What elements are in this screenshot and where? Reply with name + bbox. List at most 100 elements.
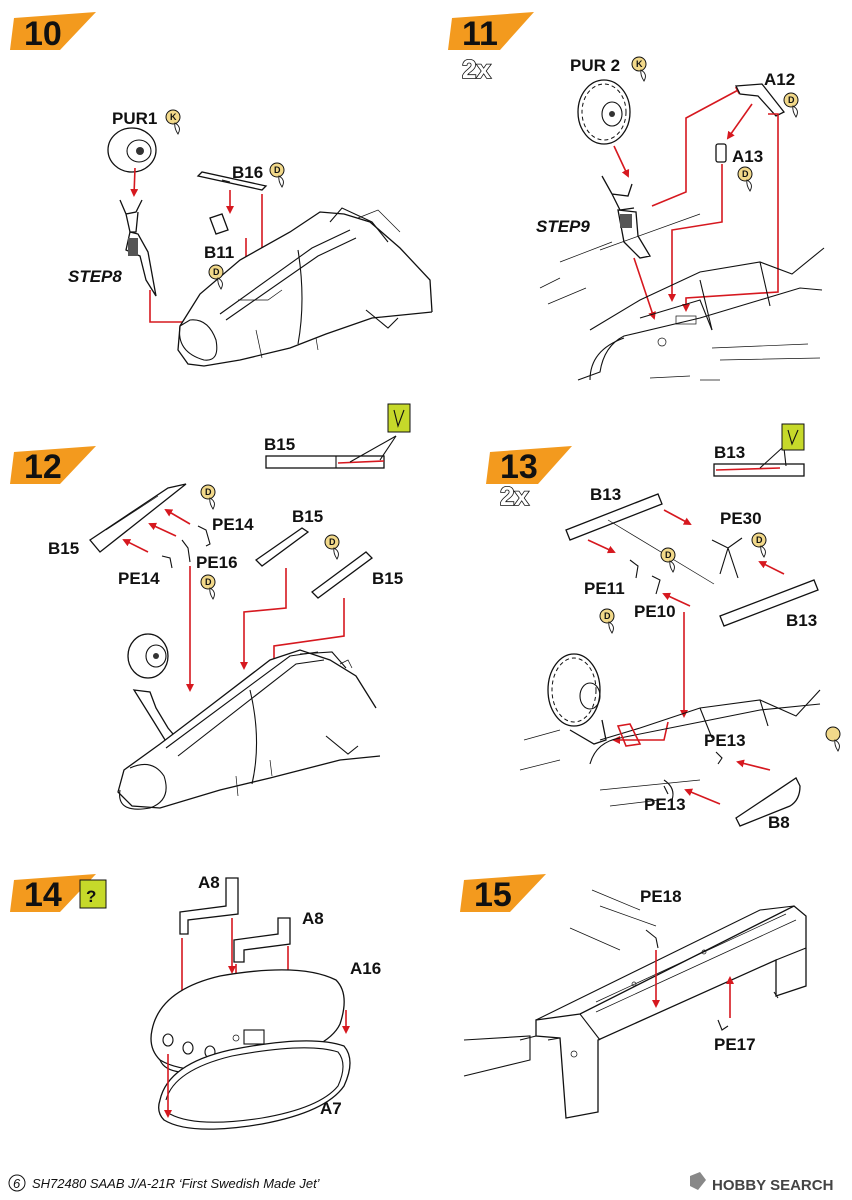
part-b13-lower xyxy=(719,579,819,627)
label-b15-mid: B15 xyxy=(292,507,323,526)
label-a12: A12 xyxy=(764,70,795,89)
option-icon-14-text: ? xyxy=(86,887,96,906)
nose-gear-assembly-12 xyxy=(127,633,179,750)
wheel-pur1 xyxy=(107,127,157,173)
option-icon-14 xyxy=(79,879,107,909)
label-pe14-lower: PE14 xyxy=(118,569,160,588)
paint-badge-d-12b: D xyxy=(200,574,216,600)
part-b11 xyxy=(209,213,229,235)
label-b15-detail: B15 xyxy=(264,435,295,454)
step-12-banner xyxy=(10,446,96,484)
step-15: 15 PE18 PE17 xyxy=(460,874,807,1119)
part-b16 xyxy=(196,171,268,191)
part-pe13-upper xyxy=(715,751,723,765)
part-b15-left xyxy=(89,483,187,553)
svg-text:K: K xyxy=(636,59,643,69)
main-gear-leg xyxy=(601,175,652,259)
part-pe17 xyxy=(717,1019,729,1031)
label-b8: B8 xyxy=(768,813,790,832)
paint-badge-d-12a: D xyxy=(200,484,216,510)
svg-text:D: D xyxy=(213,267,220,277)
nose-gear-leg xyxy=(119,199,157,297)
step-11-banner xyxy=(448,12,534,50)
page-number: 6 xyxy=(13,1176,21,1191)
label-pe18: PE18 xyxy=(640,887,682,906)
part-a12 xyxy=(734,83,786,117)
label-b13-detail: B13 xyxy=(714,443,745,462)
step-14: 14 ? A8 A8 A16 A7 xyxy=(10,873,381,1130)
label-pe16: PE16 xyxy=(196,553,238,572)
paint-badge-k-10: K xyxy=(165,109,181,135)
paint-badge-d-12c: D xyxy=(324,534,340,560)
part-a13 xyxy=(715,143,727,163)
paint-badge-d-10a: D xyxy=(269,162,285,188)
part-b15-right xyxy=(311,551,373,599)
step-10-number: 10 xyxy=(24,15,62,53)
step-13-banner xyxy=(486,446,572,484)
part-pe18 xyxy=(645,929,659,949)
part-b13-upper xyxy=(565,493,663,541)
part-pe14-upper xyxy=(197,525,211,547)
part-a8-lower xyxy=(233,917,291,963)
part-pe30 xyxy=(711,537,743,579)
label-pe11: PE11 xyxy=(584,579,625,598)
svg-text:D: D xyxy=(756,535,763,545)
step-11-multiplier: 2x xyxy=(462,54,491,84)
page-number-circle xyxy=(8,1174,26,1192)
part-a7 xyxy=(158,1040,351,1130)
part-pe16 xyxy=(181,539,191,563)
step-13: 13 2x xyxy=(486,423,841,832)
tail-assembly xyxy=(463,889,807,1119)
step-15-number: 15 xyxy=(474,876,512,914)
label-a16: A16 xyxy=(350,959,381,978)
fuselage-nose-10 xyxy=(177,207,433,367)
step-14-banner xyxy=(10,874,96,912)
step-11-number: 11 xyxy=(462,15,498,53)
svg-text:D: D xyxy=(205,487,212,497)
step-10: 10 xyxy=(10,12,433,367)
label-b13-upper: B13 xyxy=(590,485,621,504)
fuselage-section-11 xyxy=(539,213,825,381)
label-a8-upper: A8 xyxy=(198,873,220,892)
part-pe13-lower xyxy=(663,785,669,795)
step-13-multiplier: 2x xyxy=(500,481,529,511)
cut-option-icon-12 xyxy=(387,403,411,433)
svg-text:K: K xyxy=(170,112,177,122)
wheel-pur2 xyxy=(577,79,631,145)
footer-title: SH72480 SAAB J/A-21R ‘First Swedish Made… xyxy=(32,1176,321,1191)
step-11: 11 2x xyxy=(448,12,825,381)
svg-text:D: D xyxy=(205,577,212,587)
watermark-text: HOBBY SEARCH xyxy=(712,1177,833,1194)
label-b15-left: B15 xyxy=(48,539,79,558)
svg-text:D: D xyxy=(788,95,795,105)
fuselage-section-13 xyxy=(519,689,821,807)
part-pe14-lower xyxy=(161,555,173,569)
hobby-search-logo-icon: HOBBY SEARCH xyxy=(690,1172,833,1194)
svg-text:D: D xyxy=(329,537,336,547)
label-b15-right: B15 xyxy=(372,569,403,588)
paint-badge-d-11b: D xyxy=(737,166,753,192)
paint-badge-k-11: K xyxy=(631,56,647,82)
paint-badge-d-11a: D xyxy=(783,92,799,118)
paint-badge-d-10b: D xyxy=(208,264,224,290)
fuselage-nose-12 xyxy=(117,649,381,810)
part-pe11 xyxy=(629,559,639,579)
step-13-number: 13 xyxy=(500,448,538,486)
cut-option-icon-13 xyxy=(781,423,805,451)
label-pur2: PUR 2 xyxy=(570,56,620,75)
label-b16: B16 xyxy=(232,163,263,182)
label-pe10: PE10 xyxy=(634,602,676,621)
label-pe30: PE30 xyxy=(720,509,762,528)
step-14-number: 14 xyxy=(24,876,62,914)
step-12-number: 12 xyxy=(24,448,62,486)
label-pe13-upper: PE13 xyxy=(704,731,746,750)
main-gear-assembly-13 xyxy=(547,653,607,745)
svg-text:D: D xyxy=(742,169,749,179)
part-b8 xyxy=(735,777,801,827)
label-step9: STEP9 xyxy=(536,217,590,236)
paint-badge-d-13c: D xyxy=(599,608,615,634)
label-pur1: PUR1 xyxy=(112,109,157,128)
label-a7: A7 xyxy=(320,1099,342,1118)
label-b13-lower: B13 xyxy=(786,611,817,630)
